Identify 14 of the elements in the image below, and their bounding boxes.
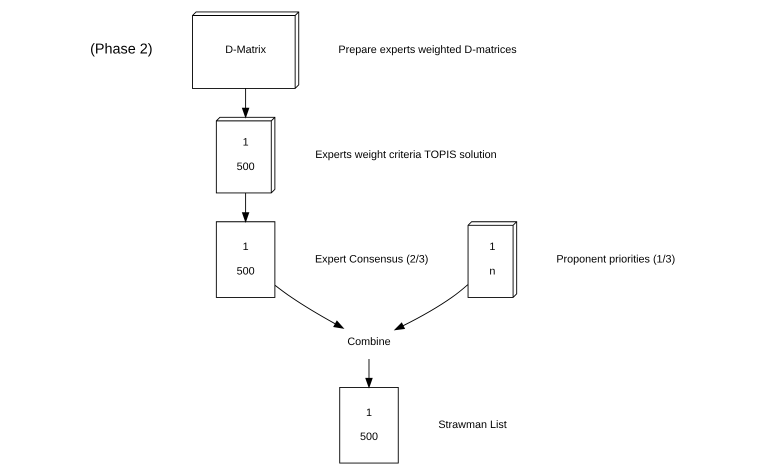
node-label: Proponent priorities (1/3) (556, 253, 676, 266)
node-label: Experts weight criteria TOPIS solution (315, 148, 497, 161)
node-box: 1 500 (216, 221, 276, 298)
arrow (242, 88, 250, 119)
arrow (242, 192, 250, 224)
node-box: 1 500 (339, 387, 399, 464)
node-label: Expert Consensus (2/3) (314, 253, 428, 266)
node-text: Combine (347, 336, 391, 348)
arrow (274, 284, 344, 329)
label: (Phase 2) (90, 42, 153, 58)
arrow (394, 284, 468, 330)
node-label: Prepare experts weighted D-matrices (338, 44, 517, 56)
arrow (365, 358, 373, 389)
node-label: Strawman List (438, 419, 507, 432)
